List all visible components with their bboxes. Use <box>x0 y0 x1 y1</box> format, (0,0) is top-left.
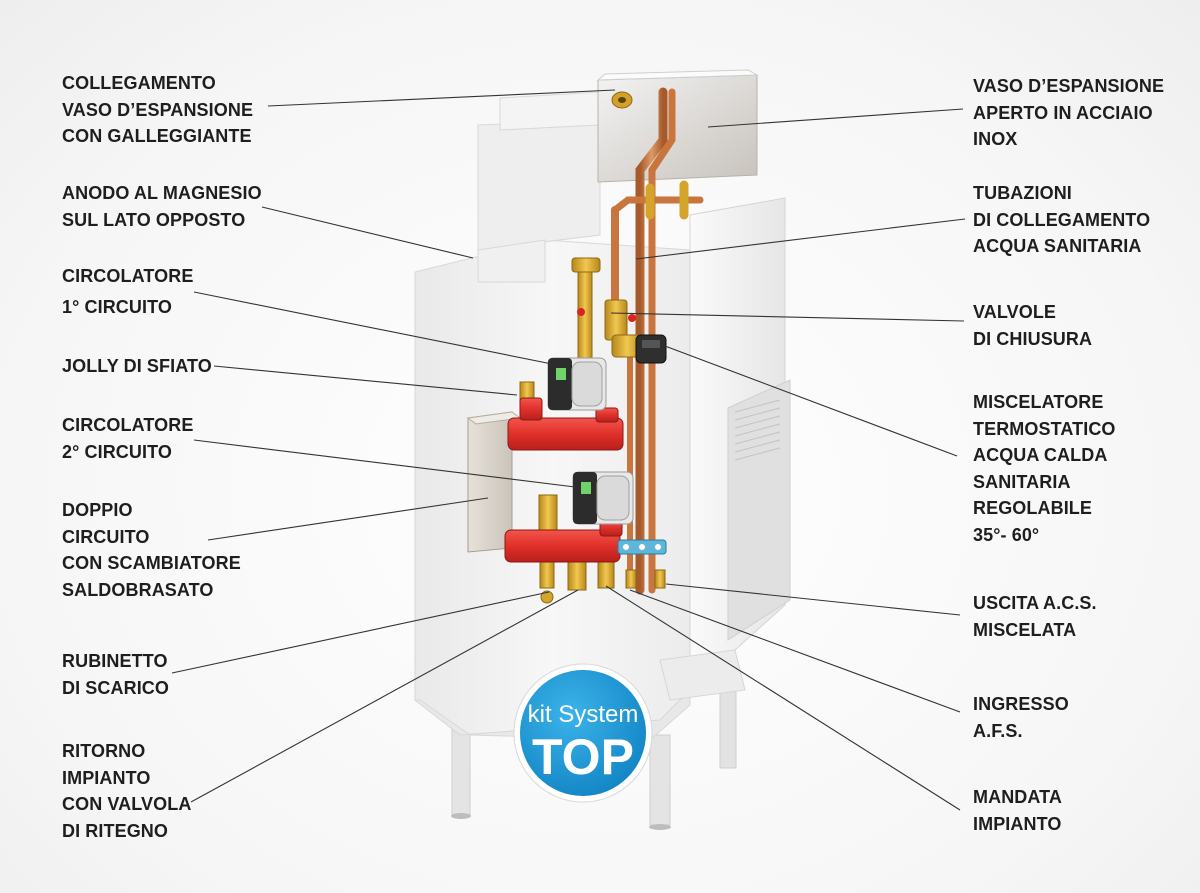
shutoff-valve-red <box>577 308 585 316</box>
plate-heat-exchanger <box>466 411 522 553</box>
leader-circolatore-2 <box>193 439 576 488</box>
leader-anodo <box>261 206 474 259</box>
leader-lines <box>171 89 966 811</box>
thermostatic-mixer <box>635 334 667 364</box>
label-mandata: MANDATA IMPIANTO <box>973 787 1063 834</box>
sanitary-connection-block <box>617 539 667 555</box>
shutoff-valve-body <box>604 299 628 341</box>
leader-doppio-circuito <box>207 497 489 541</box>
drain-tap-body <box>539 559 555 589</box>
side-recess <box>727 379 791 641</box>
label-collegamento-vaso: COLLEGAMENTO VASO D’ESPANSIONE CON GALLE… <box>62 73 254 146</box>
upper-block-left <box>477 119 601 251</box>
side-vent-grille <box>734 399 781 461</box>
label-vaso-inox: VASO D’ESPANSIONE APERTO IN ACCIAIO INOX <box>973 76 1165 149</box>
leader-rubinetto <box>171 591 550 674</box>
leader-circolatore-1 <box>193 291 553 365</box>
red-manifolds <box>504 397 624 563</box>
label-circolatore-2: CIRCOLATORE 2° CIRCUITO <box>62 415 194 462</box>
badge-line1: kit System <box>528 701 639 728</box>
label-tubazioni: TUBAZIONI DI COLLEGAMENTO ACQUA SANITARI… <box>973 183 1151 256</box>
leader-uscita <box>665 583 961 616</box>
label-doppio-circuito: DOPPIO CIRCUITO CON SCAMBIATORE SALDOBRA… <box>62 500 241 600</box>
leader-valvole <box>610 312 965 322</box>
leader-miscelatore <box>664 345 958 457</box>
leader-jolly <box>213 365 518 396</box>
label-ingresso: INGRESSO A.F.S. <box>973 694 1069 741</box>
leader-vaso-inox <box>707 108 964 128</box>
badge-line2: TOP <box>532 729 634 785</box>
expansion-tank-inox <box>596 69 759 183</box>
leader-tubazioni <box>635 218 966 260</box>
label-anodo: ANODO AL MAGNESIO SUL LATO OPPOSTO <box>62 183 262 230</box>
kit-system-top-badge: kit System TOP <box>513 663 653 803</box>
label-miscelatore: MISCELATORE TERMOSTATICO ACQUA CALDA SAN… <box>973 392 1116 545</box>
label-uscita: USCITA A.C.S. MISCELATA <box>973 593 1097 640</box>
cabinet <box>413 91 791 830</box>
circulator-pump-2 <box>572 471 634 525</box>
cabinet-leg-right <box>719 689 737 769</box>
label-jolly: JOLLY DI SFIATO <box>62 356 212 376</box>
label-ritorno: RITORNO IMPIANTO CON VALVOLA DI RITEGNO <box>62 741 192 841</box>
leader-mandata <box>605 585 961 811</box>
leader-collegamento-vaso <box>267 89 616 107</box>
label-rubinetto: RUBINETTO DI SCARICO <box>62 651 170 698</box>
circulator-pump-1 <box>547 357 607 411</box>
cabinet-leg-front <box>649 734 671 826</box>
label-circolatore-1: CIRCOLATORE 1° CIRCUITO <box>62 266 194 317</box>
label-valvole: VALVOLE DI CHIUSURA <box>973 302 1093 349</box>
leader-ingresso <box>629 589 961 713</box>
leader-ritorno <box>190 589 579 803</box>
manifold-upper <box>507 417 624 451</box>
